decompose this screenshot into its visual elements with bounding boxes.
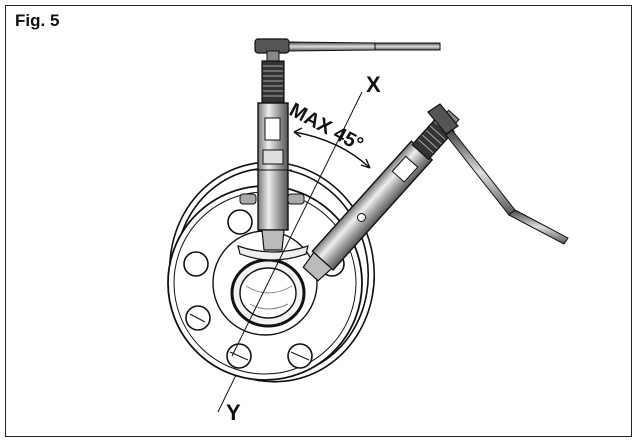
axis-x-label: X [366,72,381,97]
axis-x-line [231,91,363,357]
tilted-expander-tool [302,109,460,282]
axis-y-leader [217,374,237,413]
ratchet-wrench-icon [254,38,441,62]
axis-y-label: Y [226,400,241,425]
angle-arc [293,127,371,169]
torque-wrench-icon [427,103,569,245]
vertical-expander-tool [237,38,441,261]
pipe-bore [230,258,306,328]
figure-label: Fig. 5 [15,11,60,30]
